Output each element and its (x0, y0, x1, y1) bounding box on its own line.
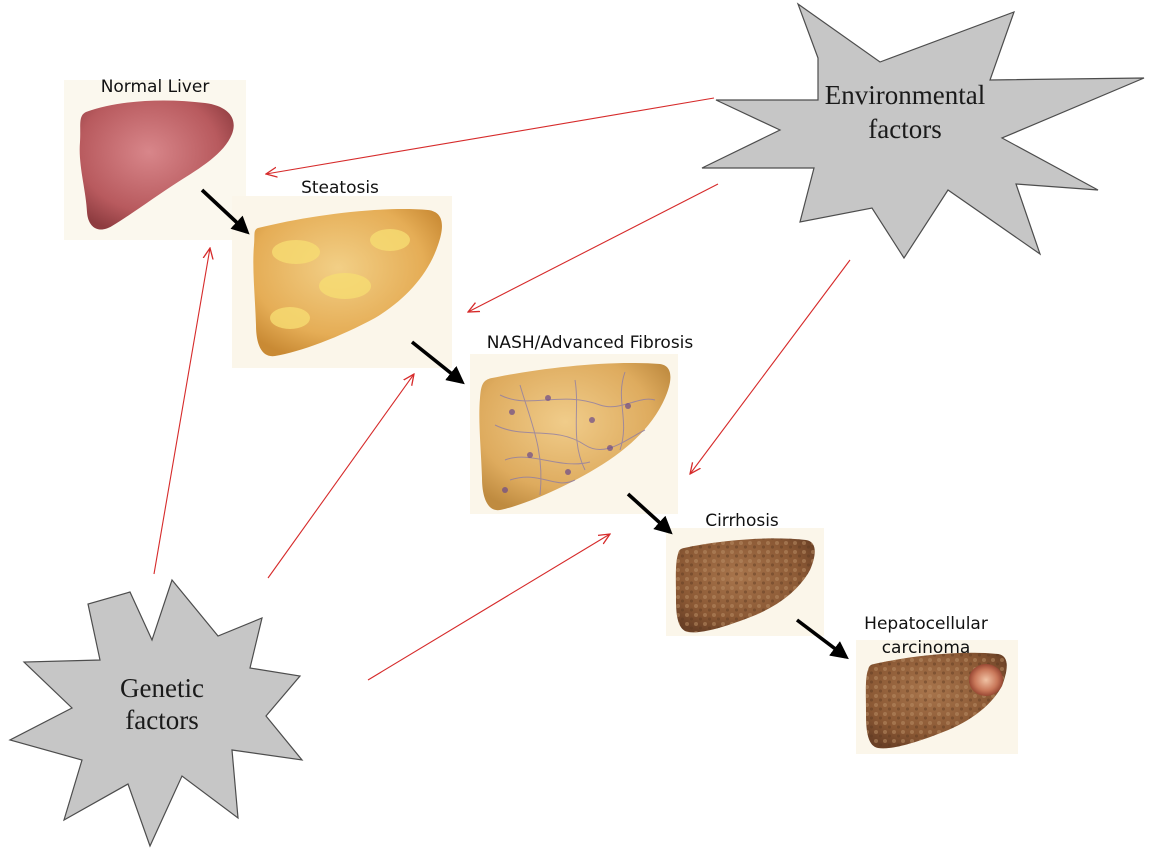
environmental-to-cirrhosis-arrow (690, 260, 850, 474)
fat-deposit (272, 240, 320, 264)
genetic-to-nash-arrow (268, 374, 414, 578)
genetic-to-steatosis-arrow (154, 248, 210, 574)
tumor (969, 664, 1003, 696)
environmental-factors-line2: factors (868, 114, 941, 144)
hcc-label-line2: carcinoma (882, 638, 971, 658)
genetic-factors-line1: Genetic (120, 673, 204, 703)
steatosis-label: Steatosis (301, 178, 379, 198)
normal-liver-label: Normal Liver (101, 77, 210, 97)
environmental-to-normal-arrow (266, 98, 714, 174)
nash-label: NASH/Advanced Fibrosis (487, 333, 694, 353)
genetic-to-cirrhosis-arrow (368, 534, 610, 680)
environmental-to-nash-arrow (468, 184, 718, 312)
fat-deposit (319, 273, 371, 299)
environmental-factors-line1: Environmental (825, 80, 985, 110)
fat-deposit (270, 307, 310, 329)
hcc-label-line1: Hepatocellular (864, 614, 988, 634)
fat-deposit (370, 229, 410, 251)
genetic-factors-line2: factors (125, 705, 198, 735)
cirrhosis-label: Cirrhosis (705, 511, 779, 531)
